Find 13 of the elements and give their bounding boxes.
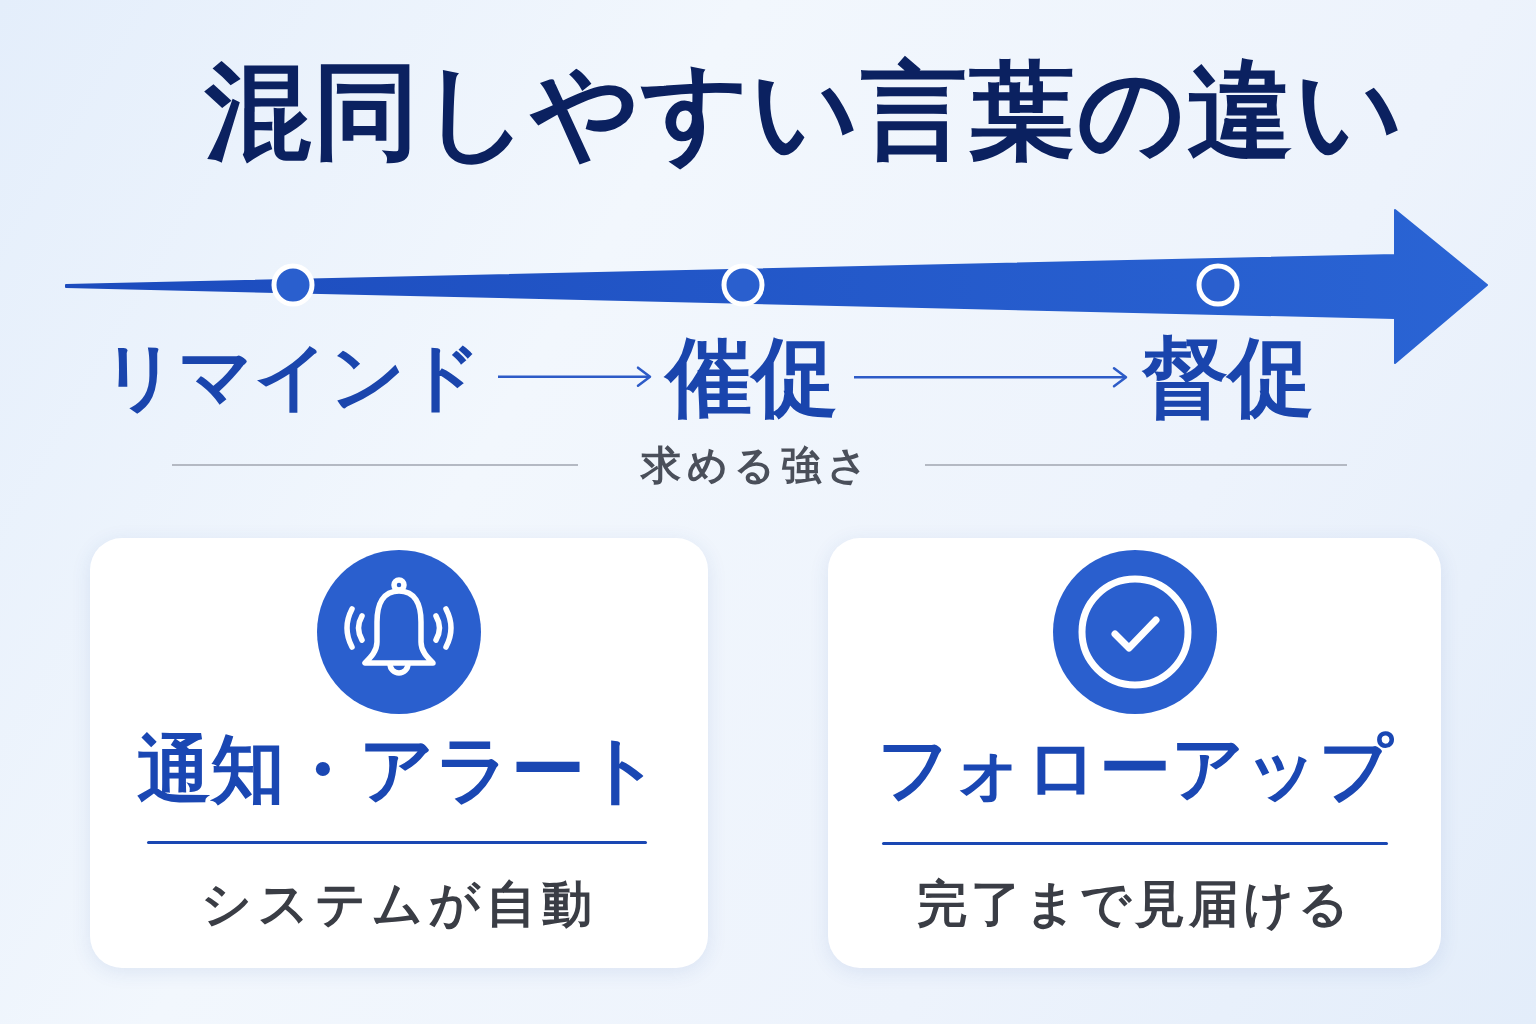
term-text: 督促 (1126, 330, 1330, 425)
card-heading: フォローアップ (876, 729, 1393, 809)
card-description: システムが自動 (200, 874, 598, 934)
info-card (90, 538, 708, 968)
info-card (828, 538, 1441, 968)
term-text: リマインド (86, 336, 498, 418)
arrow (498, 366, 652, 387)
scale-label: 求める強さ (640, 441, 874, 489)
term-text: 催促 (650, 330, 854, 425)
arrow (854, 367, 1128, 388)
card-heading: 通知・アラート (137, 729, 661, 811)
title: 混同しやすい言葉の違い (205, 49, 1405, 175)
card-description: 完了まで見届ける (916, 874, 1353, 934)
